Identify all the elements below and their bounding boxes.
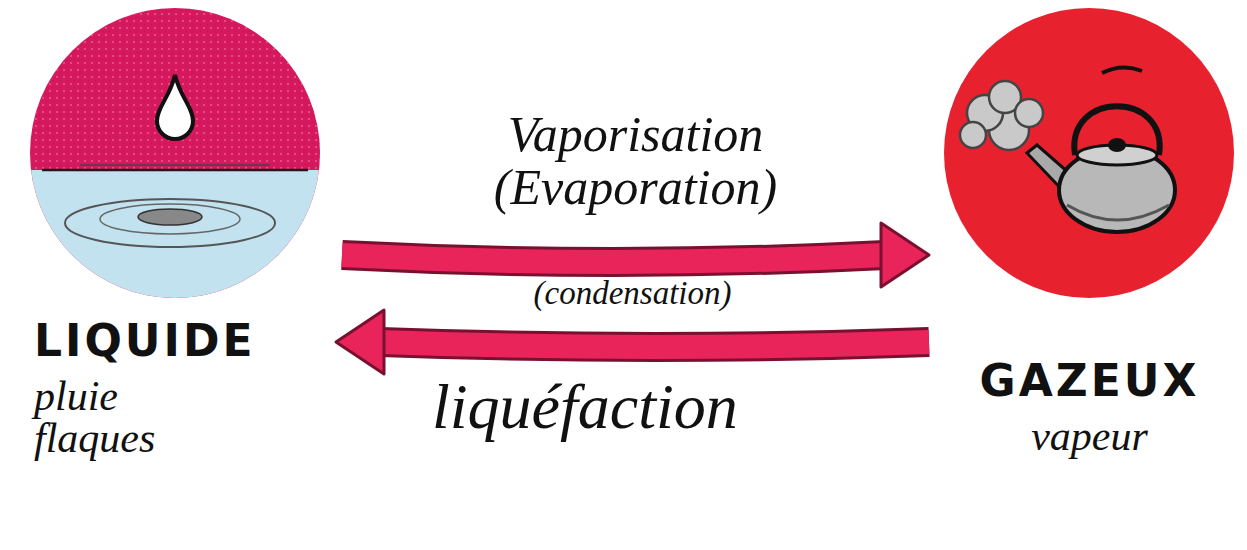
state-circle: LIQUIDE pluie flaques xyxy=(20,5,330,459)
state-examples: pluie flaques xyxy=(34,375,204,459)
transition-label: Vaporisation (Evaporation) xyxy=(436,108,836,213)
state-examples: vapeur xyxy=(937,415,1242,457)
state-name: GAZEUX xyxy=(937,357,1242,405)
transition-arrow xyxy=(336,310,929,374)
gas-illustration xyxy=(937,5,1242,305)
state-name: LIQUIDE xyxy=(34,317,330,365)
state-circle: GAZEUX vapeur xyxy=(937,5,1242,457)
process-label: liquéfaction xyxy=(432,370,738,444)
liquid-illustration xyxy=(20,5,330,305)
transition-label: (condensation) xyxy=(433,276,833,311)
